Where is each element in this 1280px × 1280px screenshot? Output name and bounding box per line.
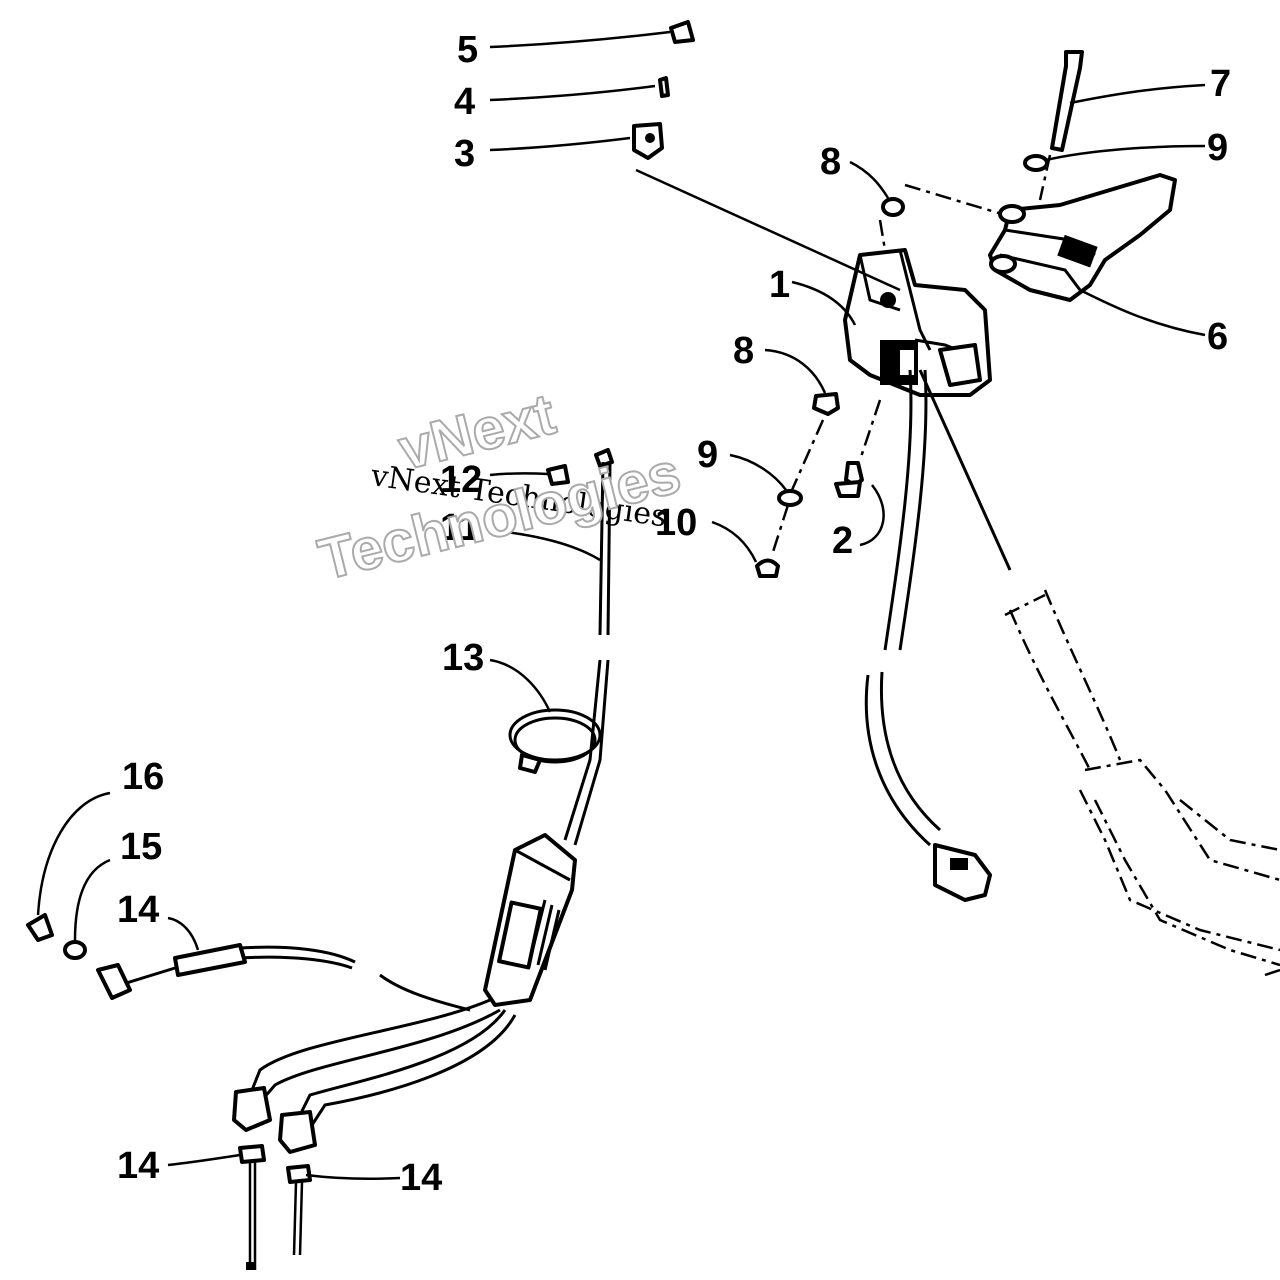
label-5: 5 [457,29,478,71]
nut-part-8-top [881,197,905,217]
label-4: 4 [454,81,475,123]
junction-box-part [483,833,577,1007]
label-13: 13 [442,637,484,679]
label-2: 2 [832,520,853,562]
throttle-lever-part [988,173,1177,302]
label-14-left: 14 [117,889,159,931]
label-1: 1 [769,264,790,306]
label-11: 11 [440,507,480,549]
throttle-cable-right [864,369,1012,902]
cable-part-14-left [26,913,356,1000]
screw-part-2 [834,461,864,498]
watermark-big-line2: Technologies [312,440,686,592]
label-15: 15 [120,826,162,868]
label-3: 3 [454,133,475,175]
bolt-part [1038,50,1084,201]
leader-lines [36,30,1206,1181]
label-9-left: 9 [697,434,718,476]
clip-part-5 [669,20,695,44]
label-8-left: 8 [733,330,754,372]
label-12: 12 [440,459,482,501]
label-8-top: 8 [820,141,841,183]
clamp-part-13 [508,708,602,774]
lower-cables [232,973,517,1270]
bracket-part-3 [632,122,664,160]
label-16: 16 [122,756,164,798]
handlebar-outline [1004,589,1280,977]
watermark: vNext Technologies vNext Technologies [311,380,687,593]
label-7: 7 [1210,63,1231,105]
washer-part-9-left [777,489,803,507]
label-6: 6 [1207,316,1228,358]
pin-part-4 [658,76,670,98]
throttle-housing-part [843,248,992,397]
cable-part-11 [546,448,614,846]
label-14-bottom-right: 14 [400,1157,442,1199]
label-9-top: 9 [1207,127,1228,169]
cap-part-10 [755,558,780,578]
label-10: 10 [655,502,697,544]
part-labels: 1 2 3 4 5 6 7 8 8 9 9 10 11 12 13 14 14 … [117,29,1231,1199]
label-14-bottom-left: 14 [117,1145,159,1187]
washer-part-9-top [1023,154,1049,172]
nut-part-8-left [812,392,840,416]
